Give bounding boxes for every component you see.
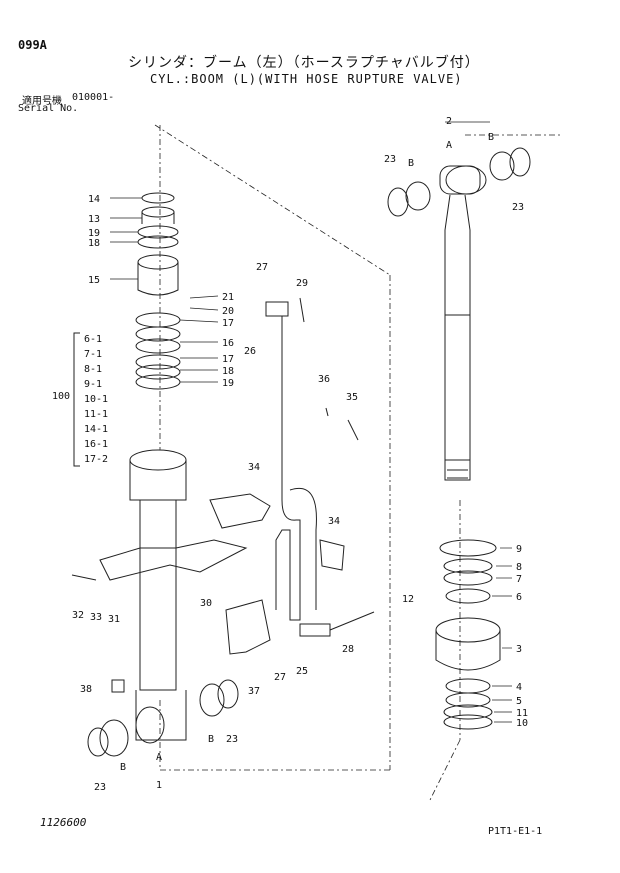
callout-28: 28 [342, 644, 354, 655]
callout-35: 35 [346, 392, 358, 403]
callout-14: 14 [88, 194, 100, 205]
kit-list-bracket [73, 332, 80, 467]
title-japanese: シリンダ：ブーム（左）（ホースラプチャバルブ付） [128, 55, 480, 71]
callout-29: 29 [296, 278, 308, 289]
piston-rod-assembly [387, 147, 531, 481]
callout-37: 37 [248, 686, 260, 697]
cylinder-tube [87, 449, 239, 757]
callout-10: 10 [516, 718, 528, 729]
callout-17: 17 [222, 318, 234, 329]
callout-34: 34 [328, 516, 340, 527]
callout-11: 11 [516, 708, 528, 719]
callout-38: 38 [80, 684, 92, 695]
callout-13: 13 [88, 214, 100, 225]
callout-8: 8 [516, 562, 522, 573]
callout-23: 23 [512, 202, 524, 213]
callout-20: 20 [222, 306, 234, 317]
callout-5: 5 [516, 696, 522, 707]
callout-7: 7 [516, 574, 522, 585]
callout-16: 16 [222, 338, 234, 349]
kit-list-item: 10-1 [84, 394, 108, 405]
serial-value: 010001- [72, 92, 115, 103]
callout-23: 23 [94, 782, 106, 793]
kit-list-item: 11-1 [84, 409, 108, 420]
callout-6: 6 [516, 592, 522, 603]
callout-9: 9 [516, 544, 522, 555]
callout-21: 21 [222, 292, 234, 303]
leader-lines [110, 121, 512, 723]
assembly-guide-lines [154, 124, 560, 801]
callout-31: 31 [108, 614, 120, 625]
serial-label-japanese: 適用号機 [22, 96, 62, 107]
kit-label-B: B [208, 734, 214, 745]
callout-18: 18 [88, 238, 100, 249]
callout-4: 4 [516, 682, 522, 693]
callout-32: 32 [72, 610, 84, 621]
cylinder-head-parts [135, 192, 181, 390]
serial-label-english: Serial No. [18, 103, 79, 114]
callout-23: 23 [226, 734, 238, 745]
figure-number: 1126600 [40, 816, 87, 829]
diagram-code: 099A [18, 38, 47, 52]
callout-23: 23 [384, 154, 396, 165]
callout-15: 15 [88, 275, 100, 286]
kit-list-item: 17-2 [84, 454, 108, 465]
callout-17: 17 [222, 354, 234, 365]
kit-list-item: 6-1 [84, 334, 102, 345]
callout-27: 27 [256, 262, 268, 273]
callout-25: 25 [296, 666, 308, 677]
callout-36: 36 [318, 374, 330, 385]
callout-100: 100 [52, 391, 70, 402]
callout-12: 12 [402, 594, 414, 605]
kit-label-B: B [408, 158, 414, 169]
callout-19: 19 [222, 378, 234, 389]
callout-3: 3 [516, 644, 522, 655]
kit-list-item: 7-1 [84, 349, 102, 360]
kit-label-A: A [446, 140, 452, 151]
page-reference: P1T1-E1-1 [488, 826, 543, 837]
kit-label-B: B [488, 132, 494, 143]
kit-label-B: B [120, 762, 126, 773]
callout-30: 30 [200, 598, 212, 609]
piston-seal-stack [435, 539, 501, 730]
title-english: CYL.:BOOM (L)(WITH HOSE RUPTURE VALVE) [150, 72, 463, 86]
callout-27: 27 [274, 672, 286, 683]
callout-2: 2 [446, 116, 452, 127]
callout-19: 19 [88, 228, 100, 239]
kit-list-item: 14-1 [84, 424, 108, 435]
callout-34: 34 [248, 462, 260, 473]
callout-1: 1 [156, 780, 162, 791]
kit-list-item: 8-1 [84, 364, 102, 375]
kit-label-A: A [156, 752, 162, 763]
hose-and-rupture-valve [71, 297, 375, 693]
kit-list-item: 16-1 [84, 439, 108, 450]
callout-26: 26 [244, 346, 256, 357]
callout-33: 33 [90, 612, 102, 623]
hose-brackets [99, 493, 345, 581]
callout-labels: 14 13 19 18 15 21 20 17 16 17 18 19 100 … [52, 116, 528, 793]
kit-list-item: 9-1 [84, 379, 102, 390]
callout-18: 18 [222, 366, 234, 377]
